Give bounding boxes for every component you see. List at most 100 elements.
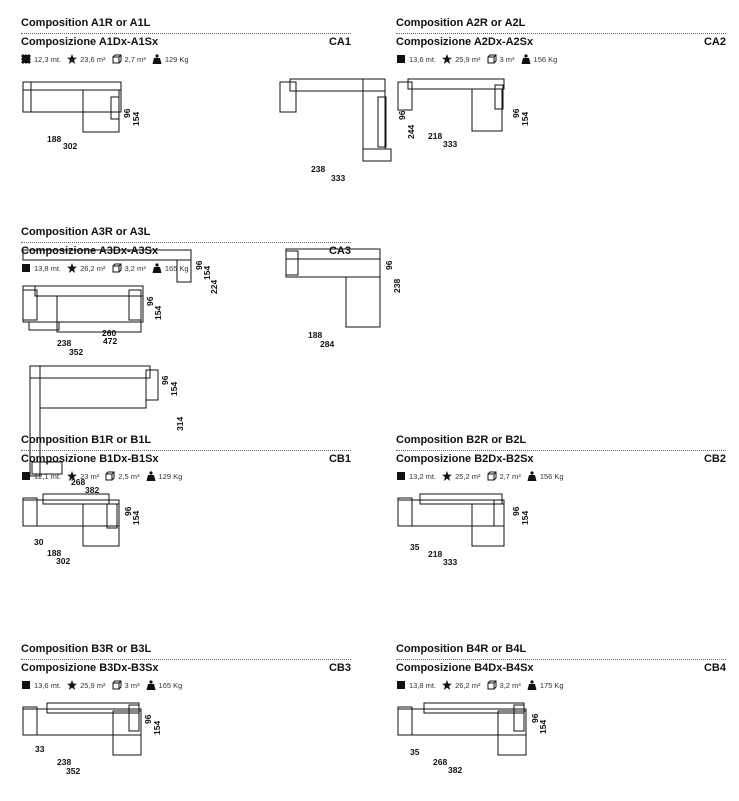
composition-title-en: Composition B1R or B1L <box>21 434 152 446</box>
spec-volume: 2,7 m³ <box>499 471 521 481</box>
dim-width-variant-2: 333 <box>331 173 346 183</box>
fabric-area-icon <box>442 680 453 690</box>
composition-title-en: Composition A1R or A1L <box>21 17 151 29</box>
composition-code: CA3 <box>328 245 351 257</box>
spec-volume: 3 m³ <box>124 680 140 690</box>
composition-title-it: Composizione B4Dx-B4Sx <box>396 662 534 674</box>
dim-depth-ca3-right-2: 238 <box>392 278 402 293</box>
composition-title-en: Composition B3R or B3L <box>21 643 152 655</box>
fabric-area-icon <box>442 54 453 64</box>
weight-icon <box>152 263 162 273</box>
fabric-area-icon <box>67 471 78 481</box>
divider <box>21 242 351 243</box>
divider <box>396 33 726 34</box>
composition-title-en: Composition B4R or B4L <box>396 643 527 655</box>
weight-icon <box>527 680 537 690</box>
dim-depth-large-2: 154 <box>169 381 179 396</box>
dim-width-1: 218 <box>428 131 443 141</box>
spec-area: 26,2 m² <box>80 263 106 273</box>
dim-depth-4: 154 <box>202 265 212 280</box>
spec-row: 12,1 mt. 23 m² 2,5 m³ 129 Kg <box>21 471 188 481</box>
spec-weight: 165 Kg <box>158 680 183 690</box>
dim-width-3: 260 <box>102 328 117 338</box>
volume-icon <box>105 471 115 481</box>
dim-depth-2: 244 <box>406 124 416 139</box>
weight-icon <box>146 471 156 481</box>
dim-width-2: 268 <box>433 757 448 767</box>
sofa-drawing-variant <box>279 78 392 162</box>
spec-length: 12,1 mt. <box>34 471 62 481</box>
composition-title-en: Composition A2R or A2L <box>396 17 526 29</box>
dim-width-3: 352 <box>66 766 81 776</box>
composition-title-it: Composizione B2Dx-B2Sx <box>396 453 534 465</box>
dim-width-ca3-right-1: 188 <box>308 330 323 340</box>
dim-width-1: 238 <box>57 338 72 348</box>
sofa-drawing <box>397 493 505 547</box>
composition-code: CA1 <box>328 36 351 48</box>
spec-length: 13,6 mt. <box>34 680 62 690</box>
fabric-area-icon <box>67 263 78 273</box>
dim-width-4: 472 <box>103 336 118 346</box>
divider <box>21 450 351 451</box>
composition-title-en: Composition B2R or B2L <box>396 434 527 446</box>
composition-code: CB4 <box>703 662 726 674</box>
sofa-drawing <box>397 78 505 132</box>
dim-width-2: 238 <box>57 757 72 767</box>
spec-weight: 156 Kg <box>533 54 558 64</box>
spec-area: 25,2 m² <box>455 471 481 481</box>
length-icon <box>397 681 405 689</box>
dim-depth-1: 96 <box>397 110 407 120</box>
spec-row: 13,8 mt. 26,2 m² 3,2 m³ 175 Kg <box>396 680 570 690</box>
length-icon <box>22 264 30 272</box>
spec-length: 13,6 mt. <box>409 54 437 64</box>
spec-weight: 129 Kg <box>158 471 183 481</box>
sofa-drawing <box>22 249 192 333</box>
fabric-area-icon <box>442 471 453 481</box>
sofa-drawing <box>22 81 122 133</box>
spec-volume: 3 m³ <box>499 54 515 64</box>
spec-length: 13,8 mt. <box>34 263 62 273</box>
dim-depth-2: 154 <box>153 305 163 320</box>
sofa-drawing <box>397 702 527 756</box>
weight-icon <box>527 471 537 481</box>
sofa-drawing <box>22 493 120 547</box>
volume-icon <box>112 263 122 273</box>
spec-length: 12,3 mt. <box>34 54 62 64</box>
volume-icon <box>487 54 497 64</box>
dim-width-1: 188 <box>47 134 62 144</box>
length-icon <box>397 472 405 480</box>
dim-depth-2: 154 <box>538 719 548 734</box>
dim-width-2: 218 <box>428 549 443 559</box>
spec-row: 13,6 mt. 25,9 m² 3 m³ 165 Kg <box>21 680 188 690</box>
fabric-area-icon <box>67 680 78 690</box>
dim-depth-ca3-right-1: 96 <box>384 260 394 270</box>
sofa-drawing-variant <box>285 248 381 328</box>
spec-row: 13,6 mt. 25,9 m² 3 m³ 156 Kg <box>396 54 563 64</box>
composition-code: CA2 <box>703 36 726 48</box>
spec-volume: 3,2 m³ <box>124 263 146 273</box>
dim-width-3: 302 <box>56 556 71 566</box>
weight-icon <box>521 54 531 64</box>
composition-title-it: Composizione B3Dx-B3Sx <box>21 662 159 674</box>
divider <box>21 659 351 660</box>
divider <box>396 659 726 660</box>
spec-area: 23,6 m² <box>80 54 106 64</box>
spec-weight: 156 Kg <box>539 471 564 481</box>
length-icon <box>21 54 31 64</box>
dim-depth-2: 154 <box>152 720 162 735</box>
composition-code: CB1 <box>328 453 351 465</box>
dim-width-top-1: 268 <box>71 477 86 487</box>
dim-width-ca3-right-2: 284 <box>320 339 335 349</box>
composition-title-it: Composizione A1Dx-A1Sx <box>21 36 159 48</box>
weight-icon <box>146 680 156 690</box>
dim-width-1: 35 <box>410 747 420 757</box>
divider <box>396 450 726 451</box>
composition-code: CB2 <box>703 453 726 465</box>
length-icon <box>22 681 30 689</box>
spec-length: 13,2 mt. <box>409 471 437 481</box>
dim-width-2: 302 <box>63 141 78 151</box>
length-icon <box>397 55 405 63</box>
divider <box>21 33 351 34</box>
dim-depth-4: 154 <box>520 111 530 126</box>
spec-weight: 175 Kg <box>539 680 564 690</box>
